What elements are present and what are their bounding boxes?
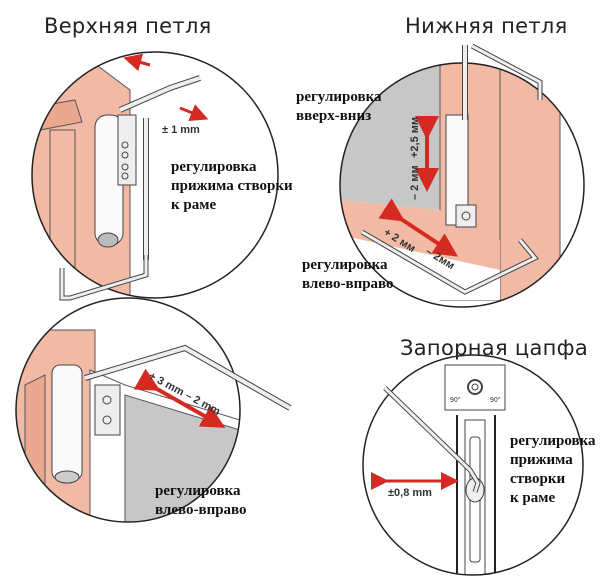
top-hinge-title: Верхняя петля xyxy=(44,14,212,38)
vertical-plus-label: +2,5 мм xyxy=(409,117,421,158)
angle-right-label: 90° xyxy=(490,396,501,404)
bottom-hinge-title: Нижняя петля xyxy=(405,14,568,38)
bottom-hinge-vertical-label: регулировка вверх-вниз xyxy=(296,89,382,124)
locking-pin-label: регулировка прижима створки к раме xyxy=(510,433,596,506)
top-hinge-illustration: ± 1 mm xyxy=(31,51,279,301)
locking-pin-illustration: ±0,8 mm 90° 90° xyxy=(362,354,584,576)
vertical-minus-label: – 2 мм xyxy=(409,165,421,200)
sash-hinge-illustration: + 3 mm – 2 mm xyxy=(15,297,292,523)
locking-pin-measurement: ±0,8 mm xyxy=(388,487,432,499)
locking-pin-title: Запорная цапфа xyxy=(400,336,589,360)
bottom-hinge-horizontal-label: регулировка влево-вправо xyxy=(302,257,394,292)
top-hinge-measurement: ± 1 mm xyxy=(162,124,200,136)
bottom-hinge-illustration: +2,5 мм – 2 мм + 2 мм – 2мм xyxy=(339,43,585,308)
angle-left-label: 90° xyxy=(450,396,461,404)
top-hinge-label: регулировка прижима створки к раме xyxy=(171,159,293,213)
sash-hinge-label: регулировка влево-вправо xyxy=(155,483,247,518)
